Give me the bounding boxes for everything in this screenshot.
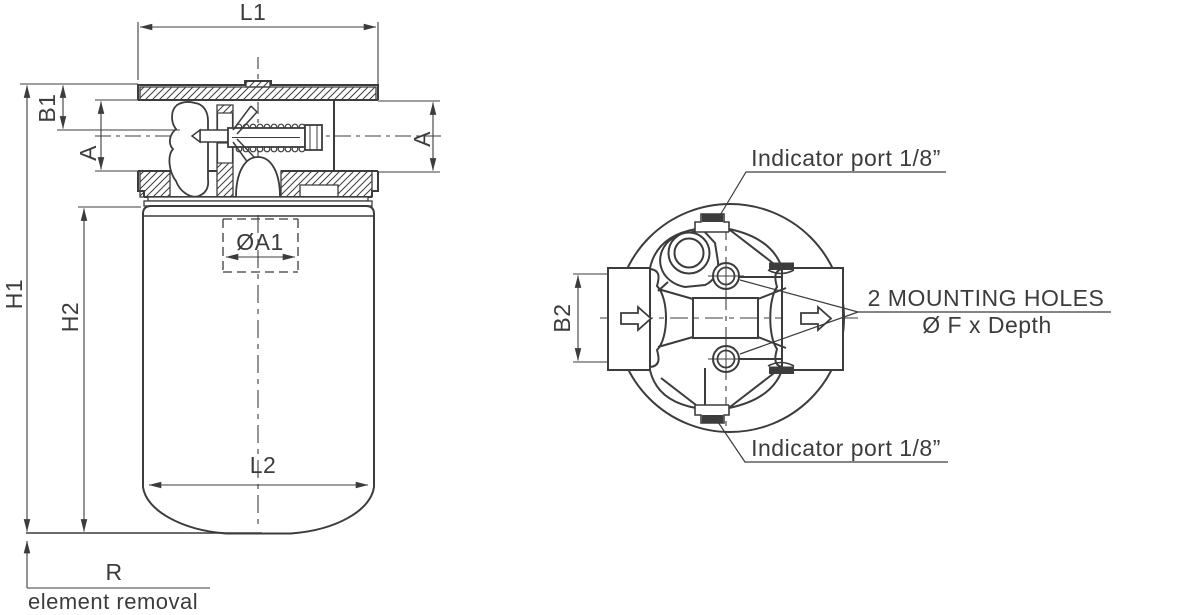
dim-label-b2: B2 bbox=[549, 303, 575, 332]
top-view: B2 Indicator port 1/8” Indicator port 1/… bbox=[549, 145, 1111, 463]
dim-label-l1: L1 bbox=[240, 0, 267, 25]
element-removal-label: element removal bbox=[28, 589, 198, 614]
casting-outline bbox=[649, 228, 787, 409]
dim-label-h1: H1 bbox=[1, 279, 27, 309]
callout-mounting-holes: 2 MOUNTING HOLES bbox=[868, 285, 1105, 311]
bypass-valve bbox=[168, 101, 210, 198]
dim-label-a-right: A bbox=[409, 131, 435, 147]
dim-label-a1: ØA1 bbox=[236, 229, 284, 255]
bypass-dome bbox=[235, 156, 281, 198]
head-seam bbox=[143, 196, 373, 207]
flow-arrow-in bbox=[620, 305, 653, 332]
dimension-b2 bbox=[573, 273, 608, 363]
dim-label-a-left: A bbox=[75, 145, 101, 161]
mounting-hole-bottom bbox=[708, 341, 744, 377]
flange-clamp-tabs bbox=[767, 262, 795, 374]
thread-boss-dashed bbox=[222, 218, 299, 273]
spring-assembly bbox=[190, 105, 323, 168]
dimensions-left bbox=[20, 22, 440, 589]
gauge-port-inner bbox=[673, 237, 705, 269]
dim-label-r: R bbox=[105, 559, 122, 585]
callout-mounting-size: Ø F x Depth bbox=[922, 312, 1051, 338]
indicator-port-bottom-tab bbox=[694, 404, 730, 424]
mounting-hole-top bbox=[708, 258, 744, 294]
callout-indicator-bottom: Indicator port 1/8” bbox=[751, 435, 941, 461]
indicator-port-top-tab bbox=[694, 213, 730, 233]
leader-lines bbox=[717, 171, 1111, 463]
dim-label-l2: L2 bbox=[250, 452, 277, 478]
center-spigot bbox=[692, 297, 759, 339]
callout-indicator-top: Indicator port 1/8” bbox=[751, 145, 941, 171]
dim-label-h2: H2 bbox=[57, 302, 83, 332]
dim-label-b1: B1 bbox=[34, 93, 60, 122]
side-view: L1 B1 A A H1 H2 ØA1 L2 R element removal bbox=[1, 0, 443, 614]
canister bbox=[142, 205, 375, 535]
